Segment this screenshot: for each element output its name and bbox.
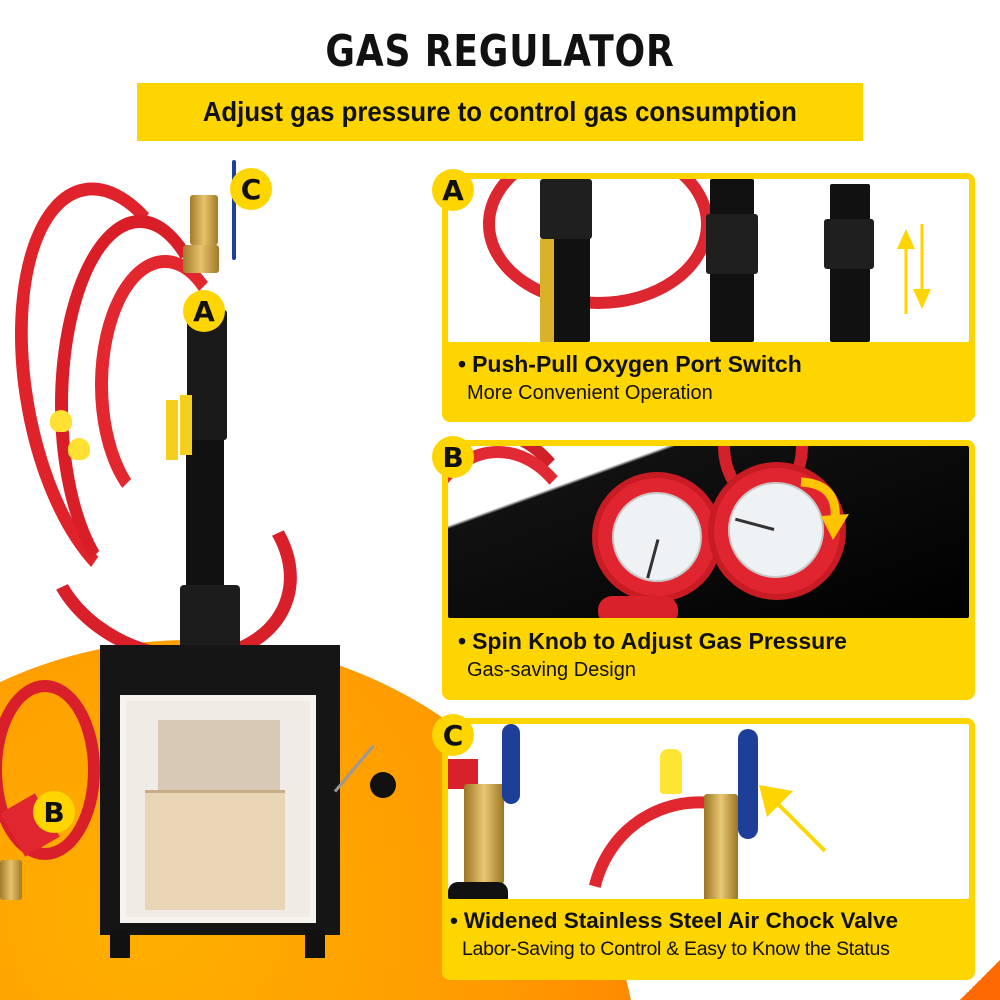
up-down-arrows-icon — [894, 219, 934, 319]
callout-badge-b: B — [33, 791, 75, 833]
gauge-needle — [646, 539, 660, 579]
callout-badge-a: A — [183, 290, 225, 332]
vevor-tag-2 — [180, 395, 192, 455]
subtitle-banner: Adjust gas pressure to control gas consu… — [137, 83, 863, 141]
panel-b-title: Spin Knob to Adjust Gas Pressure — [472, 628, 847, 654]
product-image-furnace — [0, 160, 430, 1000]
regulator-body — [598, 596, 678, 618]
burner-pipe-base — [180, 585, 240, 655]
brass-valve-right — [704, 794, 738, 899]
furnace-leg-left — [110, 930, 130, 958]
page-title: GAS REGULATOR — [325, 26, 675, 77]
yellow-wing-nut-2 — [68, 438, 90, 460]
bullet-icon: • — [458, 351, 467, 377]
blue-lever-right — [738, 729, 758, 839]
regulator-brass-fitting — [0, 860, 22, 900]
brass-valve-left — [464, 784, 504, 884]
valve-base — [448, 882, 508, 899]
panel-c-photo — [448, 724, 969, 899]
panel-c-caption: •Widened Stainless Steel Air Chock Valve… — [442, 908, 975, 961]
pressure-gauge-left — [598, 478, 716, 596]
panel-b-caption: •Spin Knob to Adjust Gas Pressure Gas-sa… — [442, 628, 975, 682]
furnace-leg-right — [305, 930, 325, 958]
brass-valve-upper — [190, 195, 218, 245]
feature-panel-a: •Push-Pull Oxygen Port Switch More Conve… — [442, 173, 975, 422]
pointer-arrow-icon — [753, 779, 833, 859]
red-hose-loop — [483, 179, 713, 309]
rotate-arrow-icon — [793, 474, 853, 544]
gauge-needle — [734, 517, 775, 531]
panel-b-photo — [448, 446, 969, 618]
subtitle-text: Adjust gas pressure to control gas consu… — [202, 96, 797, 127]
welding-hose-2 — [448, 446, 588, 618]
panel-b-subtitle: Gas-saving Design — [467, 659, 636, 681]
vevor-tag — [540, 239, 554, 342]
pipe-sleeve-1 — [540, 179, 592, 239]
burner-pipe-lower — [186, 440, 224, 600]
callout-badge-c: C — [230, 168, 272, 210]
fire-brick — [145, 790, 285, 910]
bullet-icon: • — [450, 908, 458, 933]
door-lever-knob — [370, 772, 396, 798]
panel-badge-a: A — [432, 169, 474, 211]
yellow-wing-nut — [660, 749, 682, 794]
brass-valve-body — [183, 245, 219, 273]
blue-valve-handle — [232, 160, 236, 260]
yellow-wing-nut-1 — [50, 410, 72, 432]
pressure-gauge-right — [714, 468, 840, 594]
panel-a-photo — [448, 179, 969, 342]
panel-a-title: Push-Pull Oxygen Port Switch — [472, 351, 802, 377]
blue-lever-left — [502, 724, 520, 804]
panel-a-subtitle: More Convenient Operation — [467, 382, 713, 404]
bullet-icon: • — [458, 628, 467, 654]
panel-badge-c: C — [432, 714, 474, 756]
feature-panel-b: •Spin Knob to Adjust Gas Pressure Gas-sa… — [442, 440, 975, 700]
pipe-sleeve-2 — [706, 214, 758, 274]
vevor-tag-1 — [166, 400, 178, 460]
panel-c-subtitle: Labor-Saving to Control & Easy to Know t… — [462, 938, 890, 960]
panel-a-caption: •Push-Pull Oxygen Port Switch More Conve… — [442, 351, 975, 405]
pipe-sleeve-3 — [824, 219, 874, 269]
feature-panel-c: •Widened Stainless Steel Air Chock Valve… — [442, 718, 975, 980]
panel-c-title: Widened Stainless Steel Air Chock Valve — [463, 908, 899, 933]
panel-badge-b: B — [432, 436, 474, 478]
